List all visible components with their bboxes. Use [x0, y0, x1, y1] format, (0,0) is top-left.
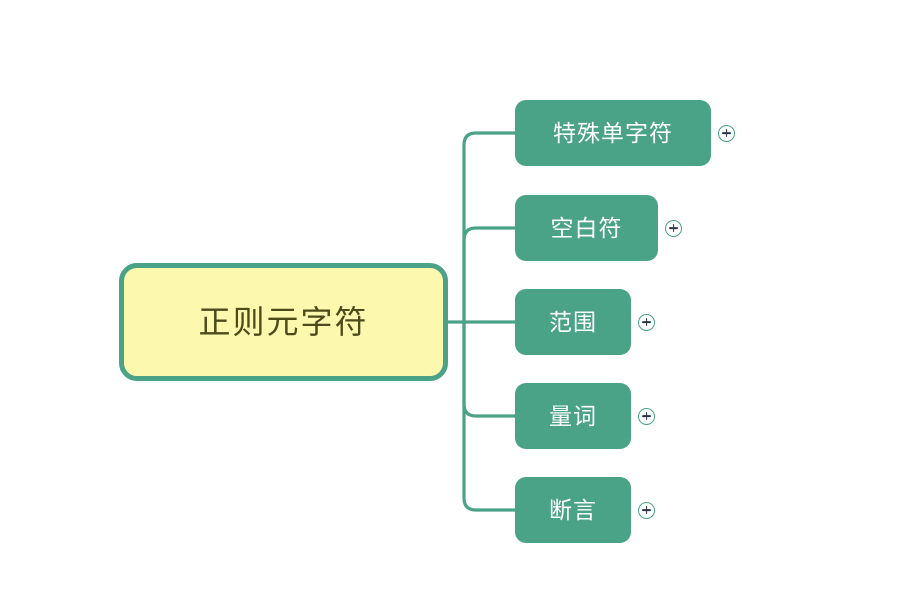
plus-circle-icon[interactable] — [665, 219, 682, 237]
child-node-whitespace[interactable]: 空白符 — [515, 195, 658, 261]
connector-branch-1 — [462, 131, 515, 322]
child-row-5: 断言 — [515, 477, 655, 543]
connector-branch-5 — [462, 322, 515, 512]
child-row-2: 空白符 — [515, 195, 682, 261]
child-row-3: 范围 — [515, 289, 655, 355]
connector-branch-4 — [462, 322, 515, 418]
plus-circle-icon[interactable] — [718, 124, 735, 142]
root-node[interactable]: 正则元字符 — [119, 263, 448, 381]
child-node-label: 范围 — [549, 308, 597, 335]
child-row-4: 量词 — [515, 383, 655, 449]
plus-circle-icon[interactable] — [638, 501, 655, 519]
root-node-label: 正则元字符 — [198, 304, 369, 340]
child-node-label: 特殊单字符 — [553, 119, 673, 146]
child-node-special-single-char[interactable]: 特殊单字符 — [515, 100, 711, 166]
plus-circle-icon[interactable] — [638, 313, 655, 331]
child-node-quantifier[interactable]: 量词 — [515, 383, 631, 449]
connector-branch-2 — [462, 226, 515, 322]
child-node-label: 量词 — [549, 402, 597, 429]
child-node-range[interactable]: 范围 — [515, 289, 631, 355]
child-node-label: 断言 — [549, 496, 597, 523]
child-row-1: 特殊单字符 — [515, 100, 735, 166]
child-node-assertion[interactable]: 断言 — [515, 477, 631, 543]
plus-circle-icon[interactable] — [638, 407, 655, 425]
child-node-label: 空白符 — [550, 214, 623, 241]
